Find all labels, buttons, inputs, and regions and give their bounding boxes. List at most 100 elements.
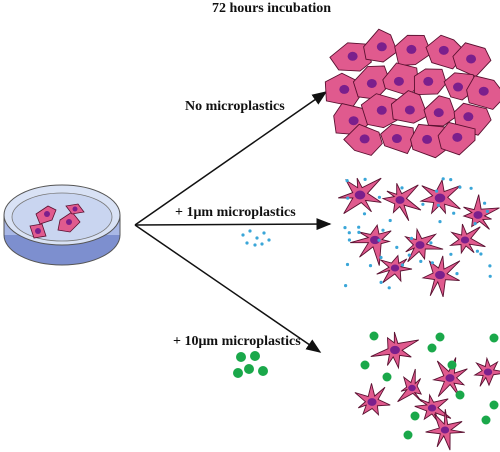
cell-nucleus <box>435 270 445 280</box>
microplastic-1um <box>438 220 442 224</box>
cell-nucleus <box>438 45 449 55</box>
cell <box>350 223 392 266</box>
microplastic-10um <box>489 400 499 410</box>
cell-nucleus <box>376 42 387 52</box>
microplastic-1um <box>344 284 348 288</box>
microplastic-1um <box>436 203 440 207</box>
microplastic-1um <box>357 230 361 234</box>
microplastic-1um <box>441 177 445 181</box>
microplastic-1um <box>255 236 259 240</box>
microplastic-1um <box>449 252 453 256</box>
cell-nucleus <box>348 116 359 126</box>
cell-nucleus <box>466 54 477 64</box>
cell <box>462 194 500 230</box>
cell-nucleus <box>423 76 434 86</box>
microplastic-1um <box>363 177 367 181</box>
microplastic-1um <box>455 272 459 276</box>
cell-nucleus <box>422 134 433 144</box>
cell-nucleus <box>366 78 377 88</box>
label-no-microplastics: No microplastics <box>185 99 285 114</box>
microplastic-1um <box>357 225 361 229</box>
arrow-to-1um <box>134 218 332 231</box>
microplastic-1um <box>395 245 399 249</box>
microplastic-1um <box>377 238 381 242</box>
microplastic-10um <box>250 351 260 361</box>
microplastic-1um <box>488 274 492 278</box>
confluent-cells <box>324 28 500 159</box>
cell-nucleus <box>483 368 493 376</box>
cell <box>397 368 423 403</box>
microplastic-1um <box>362 212 367 216</box>
cell-nucleus <box>391 134 402 144</box>
cell-nucleus <box>460 236 470 244</box>
cell-nucleus <box>434 193 446 203</box>
microplastic-1um <box>345 179 349 183</box>
microplastic-10um <box>427 343 437 353</box>
label-1um-microplastics: + 1μm microplastics <box>175 205 296 220</box>
cell-nucleus <box>452 132 463 142</box>
cell-nucleus <box>427 404 437 412</box>
microplastics-1um-legend <box>241 229 271 247</box>
cell-nucleus <box>339 84 350 94</box>
microplastic-1um <box>435 189 439 193</box>
microplastic-1um <box>379 255 383 260</box>
microplastic-1um <box>479 252 483 256</box>
cells-10um-microplastics <box>354 331 500 451</box>
cell-nucleus <box>440 426 450 434</box>
cell-nucleus <box>354 190 366 200</box>
microplastic-10um <box>369 331 379 341</box>
cell-nucleus <box>395 196 405 204</box>
microplastic-1um <box>368 264 373 268</box>
microplastic-1um <box>488 264 492 268</box>
cell-nucleus <box>347 51 358 61</box>
microplastic-1um <box>400 186 404 190</box>
microplastic-1um <box>483 201 487 205</box>
microplastics-10um-particles <box>360 331 499 440</box>
microplastic-1um <box>260 242 264 246</box>
cell-nucleus <box>463 112 474 122</box>
microplastic-10um <box>360 360 370 370</box>
cell-nucleus <box>408 384 416 392</box>
microplastic-10um <box>244 364 254 374</box>
microplastic-1um <box>381 228 385 232</box>
microplastic-1um <box>347 238 351 242</box>
microplastic-1um <box>473 222 477 226</box>
microplastic-1um <box>429 241 433 245</box>
petri-dish <box>3 184 121 266</box>
microplastic-1um <box>245 241 249 245</box>
microplastic-10um <box>489 333 499 343</box>
microplastic-1um <box>388 218 392 223</box>
microplastic-1um <box>409 236 414 240</box>
microplastic-1um <box>449 178 453 182</box>
cell-nucleus <box>445 374 455 382</box>
arrows <box>134 91 332 353</box>
arrow-to-10um <box>134 224 322 353</box>
microplastic-10um <box>447 360 457 370</box>
microplastic-10um <box>435 332 445 342</box>
microplastic-1um <box>407 253 411 257</box>
microplastic-10um <box>481 415 491 425</box>
microplastic-10um <box>236 352 246 362</box>
microplastic-1um <box>458 185 462 189</box>
cell-nucleus <box>367 398 377 406</box>
microplastic-1um <box>377 195 381 199</box>
microplastic-1um <box>419 259 423 263</box>
microplastic-1um <box>475 249 479 253</box>
microplastic-1um <box>267 238 271 242</box>
cell-nucleus <box>415 241 425 249</box>
cell-nucleus <box>473 211 483 219</box>
microplastic-1um <box>241 233 245 237</box>
cells-1um-microplastics <box>338 177 500 298</box>
cell-nucleus <box>370 235 380 245</box>
microplastic-10um <box>233 368 243 378</box>
cell-nucleus <box>478 86 489 96</box>
cell-nucleus <box>390 345 400 355</box>
microplastic-1um <box>400 263 405 267</box>
cell-nucleus <box>433 108 444 118</box>
microplastic-1um <box>346 196 350 200</box>
microplastic-1um <box>469 186 473 190</box>
microplastic-10um <box>382 372 392 382</box>
cell-nucleus <box>359 134 370 144</box>
